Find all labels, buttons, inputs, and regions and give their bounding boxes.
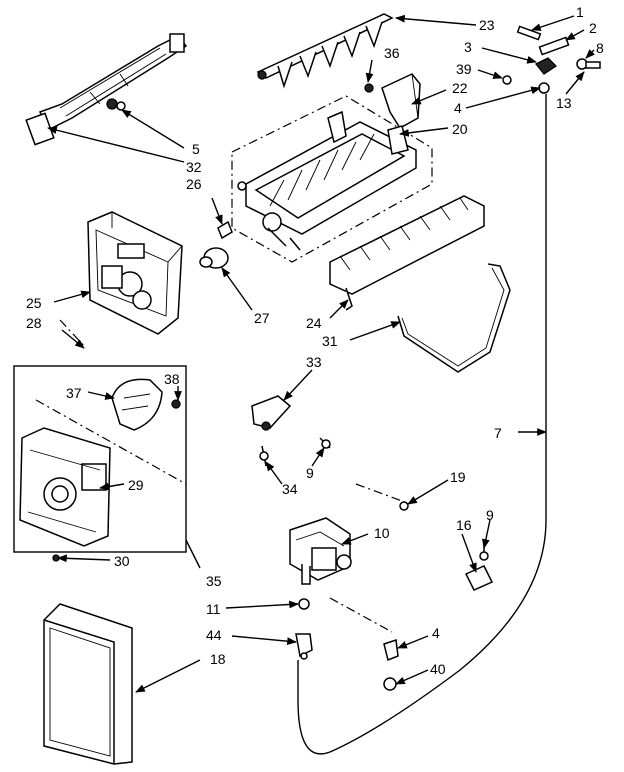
callout-labels: 1 2 3 8 39 13 4 23 36 22 20 5 32 26 25 2… <box>26 4 604 677</box>
callout-7: 7 <box>494 425 502 441</box>
callout-29: 29 <box>128 477 144 493</box>
ejector-blades-part <box>256 13 394 89</box>
valve-screws-part <box>399 501 494 591</box>
module-plate-part <box>19 427 111 562</box>
callout-25: 25 <box>26 295 42 311</box>
callout-8: 8 <box>596 40 604 56</box>
callout-16: 16 <box>456 517 472 533</box>
callout-2: 2 <box>589 20 597 36</box>
water-tube-part <box>297 94 547 755</box>
callout-13: 13 <box>556 95 572 111</box>
shutoff-cover-part <box>381 73 421 130</box>
small-fasteners-part <box>364 25 601 94</box>
ice-stripper-part <box>329 195 485 311</box>
callout-31: 31 <box>322 333 338 349</box>
water-fittings-part <box>295 598 399 691</box>
callout-18: 18 <box>210 651 226 667</box>
callout-37: 37 <box>66 385 82 401</box>
callout-35: 35 <box>206 573 222 589</box>
module-kit-box <box>13 365 187 553</box>
callout-24: 24 <box>306 315 322 331</box>
callout-9-right: 9 <box>486 507 494 523</box>
fill-tube-part <box>25 33 188 146</box>
callout-38: 38 <box>164 371 180 387</box>
callout-4-bottom: 4 <box>432 625 440 641</box>
leader-lines <box>47 14 596 693</box>
callout-36: 36 <box>384 45 400 61</box>
callout-44: 44 <box>206 627 222 643</box>
callout-10: 10 <box>374 525 390 541</box>
callout-32: 32 <box>186 159 202 175</box>
callout-9-mid: 9 <box>306 465 314 481</box>
callout-1: 1 <box>576 4 584 20</box>
callout-11: 11 <box>206 601 221 617</box>
module-kit-leader <box>35 319 187 485</box>
water-valve-part <box>289 483 411 633</box>
callout-4-top: 4 <box>454 100 462 116</box>
module-housing-part <box>87 211 183 335</box>
shutoff-arm-part <box>397 263 511 373</box>
water-valve-bracket-part <box>251 395 331 467</box>
callout-40: 40 <box>430 661 446 677</box>
ice-mold-part <box>231 95 433 263</box>
callout-22: 22 <box>452 80 468 96</box>
callout-3: 3 <box>464 39 472 55</box>
callout-23: 23 <box>479 17 495 33</box>
callout-5: 5 <box>192 141 200 157</box>
callout-34: 34 <box>282 481 298 497</box>
callout-20: 20 <box>452 121 468 137</box>
callout-27: 27 <box>254 310 270 326</box>
callout-39: 39 <box>456 61 472 77</box>
mold-thermostat-part <box>199 220 233 269</box>
callout-19: 19 <box>450 469 466 485</box>
ice-bin-part <box>43 603 133 765</box>
callout-33: 33 <box>306 354 322 370</box>
callout-28: 28 <box>26 315 42 331</box>
callout-26: 26 <box>186 176 202 192</box>
callout-30: 30 <box>114 553 130 569</box>
